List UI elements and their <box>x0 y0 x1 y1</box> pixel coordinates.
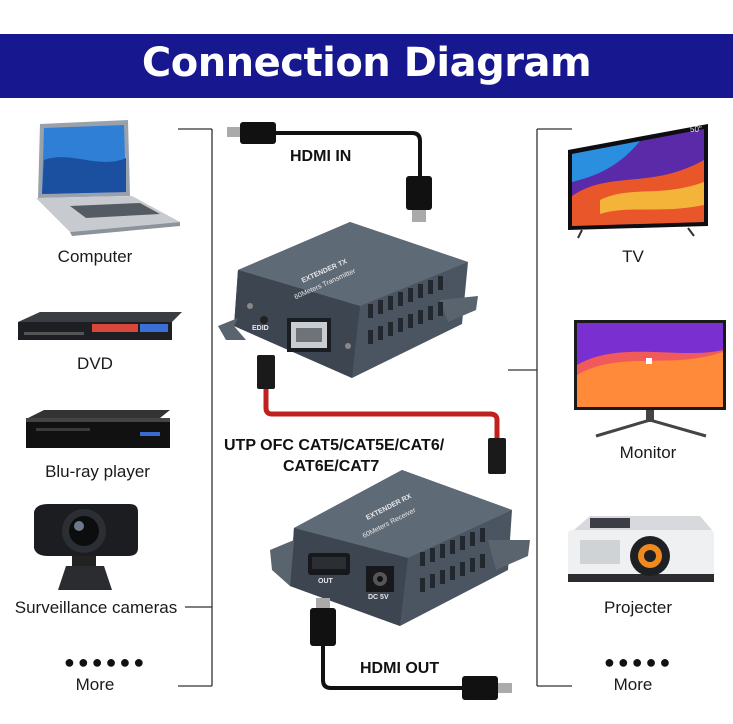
tv-icon <box>568 124 708 239</box>
tx-edid-label: EDID <box>252 325 269 332</box>
more-dots-right: ●●●●● <box>604 652 674 672</box>
display-label-more: More <box>613 675 653 694</box>
lan-cable-label-line1: UTP OFC CAT5/CAT5E/CAT6/ <box>224 437 445 454</box>
dvd-player-icon <box>18 312 182 340</box>
display-bracket <box>508 128 572 687</box>
bluray-player-icon <box>26 410 170 448</box>
laptop-icon <box>36 120 180 236</box>
transmitter-device <box>218 222 478 378</box>
source-label-computer: Computer <box>57 247 133 266</box>
hdmi-out-label: HDMI OUT <box>360 660 440 677</box>
display-label-monitor: Monitor <box>619 443 677 462</box>
more-dots-left: ●●●●●● <box>64 652 148 672</box>
display-label-tv: TV <box>622 247 644 266</box>
rx-out-label: OUT <box>318 578 333 585</box>
source-label-more: More <box>75 675 115 694</box>
monitor-icon <box>574 320 726 438</box>
source-label-bluray: Blu-ray player <box>45 462 150 481</box>
lan-cable-label-line2: CAT6E/CAT7 <box>283 458 380 475</box>
source-label-cameras: Surveillance cameras <box>14 598 178 617</box>
display-label-projector: Projecter <box>603 598 673 617</box>
source-label-dvd: DVD <box>77 354 113 373</box>
projector-icon <box>568 516 714 582</box>
lan-cable <box>257 355 506 474</box>
title-banner <box>0 34 733 98</box>
receiver-device <box>270 470 530 626</box>
hdmi-in-label: HDMI IN <box>290 148 352 165</box>
tv-size-badge: 50" <box>690 125 702 134</box>
source-bracket <box>178 128 213 687</box>
hdmi-in-cable <box>227 122 432 222</box>
hdmi-out-cable <box>310 598 512 700</box>
rx-dc-label: DC 5V <box>368 594 389 601</box>
page-title: Connection Diagram <box>141 40 592 86</box>
webcam-icon <box>34 504 138 590</box>
